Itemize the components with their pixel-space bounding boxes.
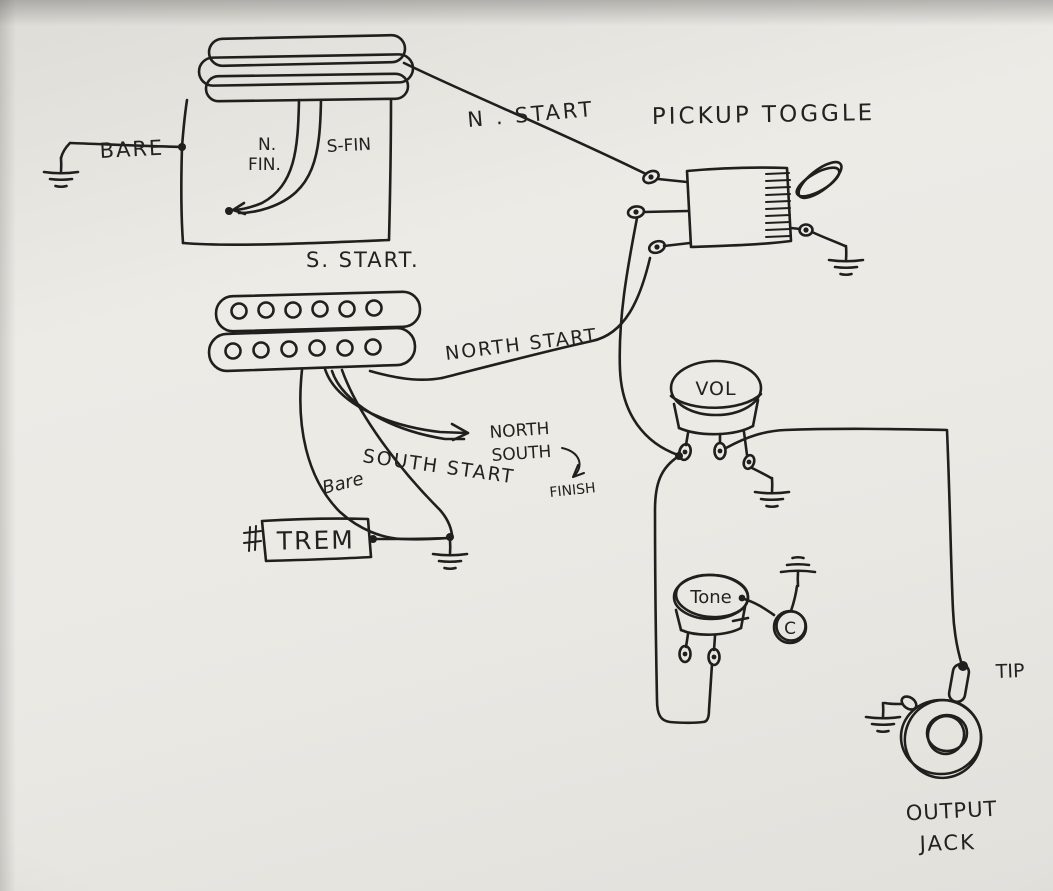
label-vol: VOL [695,378,736,400]
label-trem: TREM [276,525,356,555]
toggle-to-volume-wire [618,216,680,457]
pole-piece [364,338,382,356]
pole-piece [284,301,302,319]
label-n-start: N . START [466,97,595,132]
label-tone: Tone [689,587,731,608]
label-north: NORTH [489,419,550,443]
tone-lug-2 [707,647,721,667]
switch-hatching [765,172,791,238]
pole-piece [308,339,326,357]
neck-pickup-wires [180,98,393,246]
label-n-fin-1: N. [258,135,276,155]
tone-lug-1 [678,644,692,664]
pole-piece [224,342,242,360]
trem-block [243,517,450,563]
arrowhead [572,464,585,478]
label-bare-lower: Bare [320,468,366,499]
label-bare-top: BARE [99,136,165,163]
label-finish: FINISH [549,480,597,501]
pole-piece [230,302,248,320]
pole-piece [257,301,275,319]
n-start-wire [402,61,648,176]
pickup-toggle-switch [626,160,847,255]
volume-to-jack-wire [724,427,964,667]
toggle-lug-3 [647,239,667,255]
vol-lug-2 [713,441,727,461]
neck-bare-wire [59,141,184,160]
volume-to-tone-wire [653,454,714,725]
pole-piece [280,340,298,358]
label-n-fin-2: FIN. [248,155,281,175]
volume-pot [669,359,773,480]
ground-icon [42,156,80,189]
arrowhead [450,422,470,442]
pole-piece [252,341,270,359]
label-output: OUTPUT [905,797,998,826]
ground-icon [431,538,469,571]
label-tip: TIP [994,660,1024,683]
ground-icon [779,555,817,588]
ground-icon [753,476,791,509]
bridge-pickup [207,290,422,373]
vol-lug-1 [677,442,693,462]
label-pickup-toggle: PICKUP TOGGLE [652,100,876,130]
bridge-pickup-wires [299,256,652,541]
output-jack [883,662,983,780]
ground-icon [864,701,902,734]
pole-piece [336,339,354,357]
label-s-fin: S-FIN [326,135,371,157]
label-jack: JACK [917,830,976,856]
pole-piece [365,299,383,317]
label-capacitor: C [784,619,796,639]
capacitor [772,584,808,645]
toggle-lug-1 [642,169,660,185]
label-s-start: S. START. [306,248,420,272]
solder-joints [178,143,968,671]
neck-pickup [197,33,415,103]
vol-lug-3 [742,453,756,471]
trem-claw-squiggle [243,525,262,552]
pole-piece [311,300,329,318]
sleeve-lug [900,695,918,711]
ground-icon [827,244,865,277]
pole-piece [338,300,356,318]
label-south: SOUTH [491,442,552,466]
